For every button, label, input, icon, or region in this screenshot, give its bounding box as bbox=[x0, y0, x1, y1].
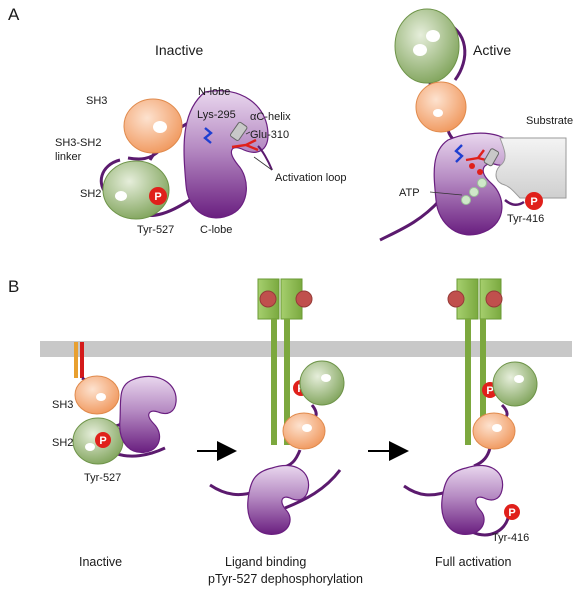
substrate-shape bbox=[495, 137, 567, 199]
phospho-tyr416-badge bbox=[525, 192, 543, 210]
active-sh3-domain bbox=[415, 81, 467, 133]
sh2-pocket bbox=[115, 191, 127, 201]
b-right-caption: Full activation bbox=[435, 555, 511, 569]
receptor-tm-left bbox=[271, 319, 277, 445]
glu-pointer bbox=[245, 131, 251, 135]
b-middle-sh2-pocket bbox=[321, 374, 331, 382]
active-sh2-pocket-2 bbox=[413, 44, 427, 56]
right-linker-2 bbox=[473, 447, 492, 468]
right-kinase bbox=[441, 464, 504, 535]
panel-b-letter: B bbox=[8, 277, 19, 296]
atp-phosphate-1 bbox=[477, 178, 487, 188]
active-salt-bridge-dot-1 bbox=[469, 163, 475, 169]
glu-310-sidechain bbox=[231, 138, 259, 152]
right-sh2 bbox=[492, 361, 538, 407]
activation-loop-label: Activation loop bbox=[275, 172, 347, 184]
b-inactive-kinase bbox=[119, 375, 177, 453]
right-tyr416-label: Tyr-416 bbox=[492, 532, 529, 544]
tyr416-label: Tyr-416 bbox=[507, 213, 544, 225]
b-inactive-phospho-badge bbox=[95, 432, 111, 448]
sh3-domain bbox=[123, 98, 183, 154]
active-sh3-pocket bbox=[433, 109, 443, 117]
right-ligand-left bbox=[447, 290, 465, 308]
right-receptor-tm-left bbox=[465, 319, 471, 445]
active-sh2-domain bbox=[394, 8, 460, 84]
active-ac-helix-icon bbox=[483, 148, 500, 167]
ligand-left bbox=[259, 290, 277, 308]
b-middle-c-tail bbox=[284, 469, 342, 510]
inactive-title: Inactive bbox=[155, 42, 203, 58]
right-receptor-tm-right bbox=[480, 319, 486, 445]
atp-phosphate-2 bbox=[469, 187, 479, 197]
b-middle-kinase bbox=[247, 464, 310, 535]
tyr527-label: Tyr-527 bbox=[137, 224, 174, 236]
panel-a-inactive: Inactive P N-lobe Lys-295 αC-helix Glu-3… bbox=[55, 42, 347, 236]
b-inactive-phospho-label: P bbox=[99, 435, 106, 447]
b-inactive-caption: Inactive bbox=[79, 555, 122, 569]
right-receptor-phospho-label: P bbox=[486, 385, 493, 397]
atp-label: ATP bbox=[399, 187, 420, 199]
active-sh2-pocket-1 bbox=[426, 30, 440, 42]
n-lobe-label: N-lobe bbox=[198, 86, 230, 98]
b-inactive-tyr527-label: Tyr-527 bbox=[84, 472, 121, 484]
lys-295-label: Lys-295 bbox=[197, 109, 236, 121]
myristoyl-anchor-red bbox=[80, 342, 84, 378]
receptor-tm-right bbox=[284, 319, 290, 445]
right-sh3-pocket bbox=[492, 424, 502, 432]
panel-b-middle: P Ligand binding pTyr-527 dephosphorylat… bbox=[208, 278, 363, 586]
right-tyr416-phospho-label: P bbox=[508, 507, 515, 519]
active-salt-bridge-dot-2 bbox=[477, 169, 483, 175]
b-inactive-sh3-pocket bbox=[96, 393, 106, 401]
panel-a-letter: A bbox=[8, 5, 20, 24]
active-c-tail bbox=[379, 198, 442, 242]
phospho-label: P bbox=[154, 191, 161, 203]
b-inactive-sh2-label: SH2 bbox=[52, 437, 73, 449]
ac-helix-icon bbox=[230, 121, 248, 141]
atp-pointer bbox=[429, 191, 463, 196]
b-inactive-sh2-pocket bbox=[85, 443, 95, 451]
sh3-pocket bbox=[153, 121, 167, 133]
panel-b-right: P P Tyr-416 Full activation bbox=[403, 278, 538, 569]
active-title: Active bbox=[473, 42, 511, 58]
right-c-tail bbox=[471, 517, 510, 537]
phospho-label-active: P bbox=[530, 196, 537, 208]
ligand-right bbox=[295, 290, 313, 308]
b-middle-caption-2: pTyr-527 dephosphorylation bbox=[208, 572, 363, 586]
right-sh2-pocket bbox=[514, 375, 524, 383]
linker-label-2: linker bbox=[55, 151, 82, 163]
b-inactive-sh3-label: SH3 bbox=[52, 399, 73, 411]
atp-phosphate-3 bbox=[461, 195, 471, 205]
activation-loop-pointer bbox=[253, 156, 273, 171]
ac-helix-label: αC-helix bbox=[250, 111, 291, 123]
glu-310-label: Glu-310 bbox=[250, 129, 289, 141]
active-activation-loop bbox=[504, 199, 525, 206]
c-lobe-label: C-lobe bbox=[200, 224, 232, 236]
right-tyr416-phospho-badge bbox=[504, 504, 520, 520]
b-middle-caption-1: Ligand binding bbox=[225, 555, 306, 569]
activation-loop bbox=[257, 145, 273, 171]
phospho-tyr527-badge bbox=[149, 187, 167, 205]
membrane bbox=[40, 341, 572, 357]
sh2-label: SH2 bbox=[80, 188, 101, 200]
panel-a-active: Active ATP Substrate P Tyr-416 bbox=[379, 8, 573, 242]
myristoyl-anchor-orange bbox=[74, 342, 78, 378]
kinase-domain bbox=[183, 90, 269, 219]
substrate-label: Substrate bbox=[526, 115, 573, 127]
panel-b-inactive: P SH3 SH2 Tyr-527 Inactive bbox=[52, 342, 177, 569]
active-lys-sidechain bbox=[454, 144, 464, 163]
right-ligand-right bbox=[485, 290, 503, 308]
lys-295-sidechain bbox=[203, 127, 213, 144]
sh3-label: SH3 bbox=[86, 95, 107, 107]
b-middle-sh2 bbox=[299, 360, 345, 406]
linker-label-1: SH3-SH2 bbox=[55, 137, 101, 149]
sh2-domain bbox=[102, 160, 170, 220]
b-middle-sh3-pocket bbox=[302, 424, 312, 432]
